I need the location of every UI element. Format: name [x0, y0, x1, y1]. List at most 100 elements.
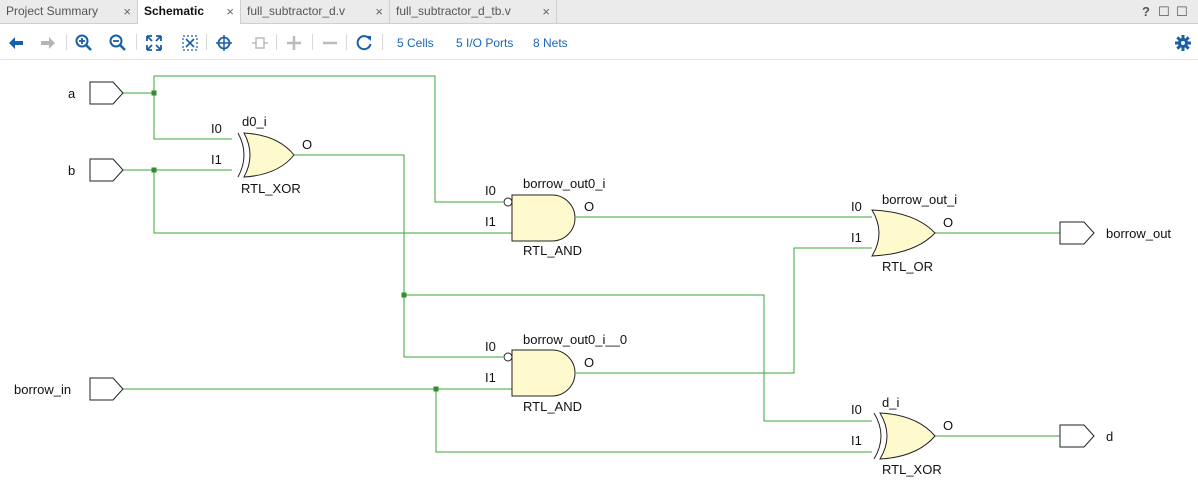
- port-label-borrow-out: borrow_out: [1106, 226, 1171, 241]
- cell-name-borrow-out0-i: borrow_out0_i: [523, 176, 605, 191]
- junction-dot: [151, 90, 157, 96]
- tab-full-subtractor-d-v[interactable]: full_subtractor_d.v ×: [241, 0, 390, 24]
- zoom-in-icon[interactable]: [74, 33, 94, 53]
- refresh-icon[interactable]: [354, 33, 374, 53]
- pin-label-i0: I0: [485, 183, 496, 198]
- toolbar-separator: [276, 34, 277, 50]
- port-label-borrow-in: borrow_in: [14, 382, 71, 397]
- settings-gear-icon[interactable]: [1173, 33, 1193, 53]
- back-arrow-icon[interactable]: [6, 33, 26, 53]
- cell-name-borrow-out0-i-0: borrow_out0_i__0: [523, 332, 627, 347]
- toolbar-separator: [66, 34, 67, 50]
- toolbar-separator: [312, 34, 313, 50]
- inversion-bubble: [503, 352, 513, 362]
- plus-icon: [284, 33, 304, 53]
- toolbar-separator: [136, 34, 137, 50]
- cell-type-borrow-out0-i: RTL_AND: [523, 243, 582, 258]
- nets: [123, 75, 1060, 453]
- junction-dot: [433, 386, 439, 392]
- net-d0-branch[interactable]: [404, 294, 872, 422]
- cells-count-link[interactable]: 5 Cells: [397, 36, 434, 50]
- pin-label-i0: I0: [851, 402, 862, 417]
- cell-name-d-i: d_i: [882, 395, 899, 410]
- tab-full-subtractor-d-tb-v[interactable]: full_subtractor_d_tb.v ×: [390, 0, 557, 24]
- cell-d-i[interactable]: [873, 412, 936, 460]
- cell-type-d-i: RTL_XOR: [882, 462, 942, 477]
- collapse-icon: [250, 33, 270, 53]
- pin-label-i1: I1: [485, 214, 496, 229]
- or-gate-body: [871, 209, 936, 257]
- port-label-b: b: [68, 163, 75, 178]
- tab-bar: Project Summary × Schematic × full_subtr…: [0, 0, 1198, 25]
- crosshair-icon[interactable]: [214, 33, 234, 53]
- input-port-a[interactable]: [89, 81, 124, 105]
- toolbar-separator: [382, 34, 383, 50]
- close-icon[interactable]: ×: [375, 4, 383, 19]
- and-gate-body: [511, 194, 576, 242]
- pin-label-i1: I1: [211, 152, 222, 167]
- cell-type-borrow-out0-i-0: RTL_AND: [523, 399, 582, 414]
- xor-gate-back-arc: [873, 412, 882, 460]
- tab-label: Schematic: [144, 4, 205, 18]
- output-port-borrow-out[interactable]: [1059, 221, 1095, 245]
- pin-label-i1: I1: [851, 230, 862, 245]
- tab-project-summary[interactable]: Project Summary ×: [0, 0, 138, 24]
- pin-label-i0: I0: [211, 121, 222, 136]
- net-b-branch[interactable]: [153, 170, 512, 234]
- zoom-fit-icon[interactable]: [144, 33, 164, 53]
- toolbar-separator: [346, 34, 347, 50]
- help-icon[interactable]: ?: [1142, 4, 1150, 19]
- toolbar-separator: [206, 34, 207, 50]
- junction-dot: [151, 167, 157, 173]
- output-port-d[interactable]: [1059, 424, 1095, 448]
- close-icon[interactable]: ×: [123, 4, 131, 19]
- tab-schematic[interactable]: Schematic ×: [138, 0, 241, 25]
- xor-gate-back-arc: [237, 132, 245, 178]
- pin-label-o: O: [584, 355, 594, 370]
- restore-icon[interactable]: ☐: [1158, 4, 1170, 19]
- forward-arrow-icon[interactable]: [38, 33, 58, 53]
- cell-type-d0-i: RTL_XOR: [241, 181, 301, 196]
- maximize-icon[interactable]: ☐: [1176, 4, 1188, 19]
- net-d0[interactable]: [294, 154, 503, 358]
- cell-d0-i[interactable]: [237, 132, 295, 178]
- pin-label-o: O: [584, 199, 594, 214]
- input-port-borrow-in[interactable]: [89, 377, 124, 401]
- schematic-canvas[interactable]: a b borrow_in borrow_out d d0_i I0 I1 O …: [0, 60, 1198, 496]
- tab-label: full_subtractor_d.v: [247, 4, 346, 18]
- pin-label-i0: I0: [485, 339, 496, 354]
- cell-borrow-out0-i[interactable]: [503, 194, 576, 242]
- cell-borrow-out0-i-0[interactable]: [503, 349, 576, 397]
- io-ports-count-link[interactable]: 5 I/O Ports: [456, 36, 514, 50]
- cell-type-borrow-out-i: RTL_OR: [882, 259, 933, 274]
- xor-gate-body: [879, 412, 936, 460]
- tab-label: Project Summary: [6, 4, 99, 18]
- port-label-a: a: [68, 86, 76, 101]
- minus-icon: [320, 33, 340, 53]
- pin-label-o: O: [943, 215, 953, 230]
- net-a[interactable]: [123, 92, 232, 140]
- close-icon[interactable]: ×: [226, 4, 234, 19]
- xor-gate-body: [243, 132, 295, 178]
- port-label-d: d: [1106, 429, 1113, 444]
- net-borrow-in-branch[interactable]: [435, 389, 872, 453]
- net-junctions: [151, 90, 439, 392]
- close-icon[interactable]: ×: [542, 4, 550, 19]
- tab-label: full_subtractor_d_tb.v: [396, 4, 511, 18]
- zoom-selection-icon[interactable]: [180, 33, 200, 53]
- cell-name-borrow-out-i: borrow_out_i: [882, 192, 957, 207]
- zoom-out-icon[interactable]: [108, 33, 128, 53]
- pin-label-i1: I1: [851, 433, 862, 448]
- net-borrow-out0-0[interactable]: [576, 247, 872, 374]
- nets-count-link[interactable]: 8 Nets: [533, 36, 568, 50]
- pin-label-o: O: [302, 137, 312, 152]
- cell-borrow-out-i[interactable]: [871, 209, 936, 257]
- input-port-b[interactable]: [89, 158, 124, 182]
- inversion-bubble: [503, 197, 513, 207]
- junction-dot: [401, 292, 407, 298]
- net-a-branch[interactable]: [153, 75, 503, 203]
- schematic-toolbar: 5 Cells 5 I/O Ports 8 Nets: [0, 24, 1198, 60]
- cell-name-d0-i: d0_i: [242, 114, 267, 129]
- pin-label-i1: I1: [485, 370, 496, 385]
- and-gate-body: [511, 349, 576, 397]
